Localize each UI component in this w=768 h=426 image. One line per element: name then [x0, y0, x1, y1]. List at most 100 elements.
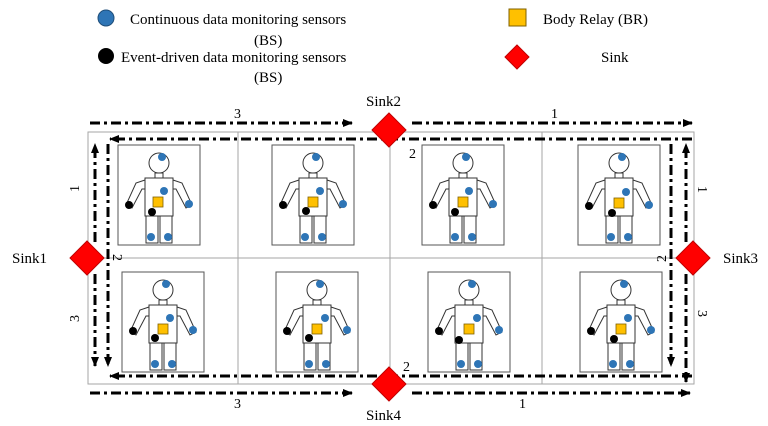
body-relay-icon [613, 197, 625, 209]
event-sensor-icon [151, 334, 159, 342]
body-figure-2 [271, 144, 355, 246]
right-foot-sensor-icon [318, 233, 326, 241]
left-hand-sensor-icon [587, 327, 595, 335]
left-foot-sensor-icon [151, 360, 159, 368]
left-hand-sensor-icon [283, 327, 291, 335]
legend-relay-label: Body Relay (BR) [543, 12, 648, 28]
num-top-inner: 2 [409, 147, 416, 162]
num-bottom-right: 1 [519, 397, 526, 412]
left-foot-sensor-icon [451, 233, 459, 241]
right-hand-sensor-icon [343, 326, 351, 334]
left-foot-sensor-icon [607, 233, 615, 241]
right-hand-sensor-icon [189, 326, 197, 334]
body-figure-3 [421, 144, 505, 246]
left-hand-sensor-icon [435, 327, 443, 335]
legend-continuous-label: Continuous data monitoring sensors [130, 12, 346, 28]
event-sensor-icon [455, 336, 463, 344]
event-sensor-icon [608, 209, 616, 217]
sink2-icon [371, 112, 407, 148]
left-foot-sensor-icon [305, 360, 313, 368]
event-sensor-icon [451, 208, 459, 216]
sink1-icon [69, 240, 105, 276]
right-hand-sensor-icon [495, 326, 503, 334]
body-figure-7 [427, 271, 511, 373]
num-right-lower: 3 [694, 310, 709, 317]
body-relay-icon [457, 196, 469, 208]
legend-event-label: Event-driven data monitoring sensors [121, 50, 347, 66]
chest-sensor-icon [316, 187, 324, 195]
num-left-lower: 3 [68, 315, 83, 322]
body-figure-6 [275, 271, 359, 373]
num-top-right: 1 [551, 107, 558, 122]
head-sensor-icon [162, 280, 170, 288]
chest-sensor-icon [624, 314, 632, 322]
num-left-inner: 2 [109, 254, 124, 261]
event-sensor-icon [148, 208, 156, 216]
right-foot-sensor-icon [624, 233, 632, 241]
head-sensor-icon [158, 153, 166, 161]
right-foot-sensor-icon [474, 360, 482, 368]
sink1-label: Sink1 [12, 251, 47, 267]
num-top-left: 3 [234, 107, 241, 122]
event-sensor-icon [302, 207, 310, 215]
body-figure-5 [121, 271, 205, 373]
head-sensor-icon [468, 280, 476, 288]
chest-sensor-icon [160, 187, 168, 195]
right-hand-sensor-icon [339, 200, 347, 208]
chest-sensor-icon [465, 187, 473, 195]
head-sensor-icon [316, 280, 324, 288]
left-hand-sensor-icon [125, 201, 133, 209]
body-relay-icon [615, 323, 627, 335]
right-foot-sensor-icon [164, 233, 172, 241]
right-foot-sensor-icon [468, 233, 476, 241]
continuous-sensor-icon [97, 9, 115, 27]
left-hand-sensor-icon [585, 202, 593, 210]
num-bottom-left: 3 [234, 397, 241, 412]
body-relay-icon [508, 8, 527, 27]
chest-sensor-icon [321, 314, 329, 322]
route-arrows [90, 119, 693, 397]
body-figure-8 [579, 271, 663, 373]
body-figures [117, 144, 663, 373]
left-foot-sensor-icon [609, 360, 617, 368]
legend-sink-label: Sink [601, 50, 629, 66]
body-relay-icon [307, 196, 319, 208]
body-figure-4 [577, 144, 661, 246]
left-foot-sensor-icon [147, 233, 155, 241]
legend-continuous-bs: (BS) [254, 33, 282, 49]
event-sensor-icon [610, 335, 618, 343]
right-hand-sensor-icon [489, 200, 497, 208]
right-foot-sensor-icon [168, 360, 176, 368]
body-relay-icon [311, 323, 323, 335]
event-sensor-icon [305, 334, 313, 342]
right-hand-sensor-icon [647, 326, 655, 334]
legend-event-bs: (BS) [254, 70, 282, 86]
chest-sensor-icon [622, 188, 630, 196]
num-bottom-inner: 2 [403, 360, 410, 375]
left-hand-sensor-icon [129, 327, 137, 335]
legend: Continuous data monitoring sensors (BS) … [97, 8, 648, 86]
event-sensor-icon [98, 48, 114, 64]
sink-legend-icon [504, 44, 530, 70]
num-left-upper: 1 [68, 185, 83, 192]
head-sensor-icon [462, 153, 470, 161]
sink4-label: Sink4 [366, 408, 402, 424]
num-right-inner: 2 [655, 255, 670, 262]
right-hand-sensor-icon [645, 201, 653, 209]
body-relay-icon [152, 196, 164, 208]
right-foot-sensor-icon [626, 360, 634, 368]
body-relay-icon [157, 323, 169, 335]
body-relay-icon [463, 323, 475, 335]
left-foot-sensor-icon [457, 360, 465, 368]
left-hand-sensor-icon [429, 201, 437, 209]
left-hand-sensor-icon [279, 201, 287, 209]
num-right-upper: 1 [694, 186, 709, 193]
right-foot-sensor-icon [322, 360, 330, 368]
sink3-label: Sink3 [723, 251, 758, 267]
head-sensor-icon [620, 280, 628, 288]
head-sensor-icon [618, 153, 626, 161]
sink2-label: Sink2 [366, 94, 401, 110]
body-figure-1 [117, 144, 201, 246]
chest-sensor-icon [473, 314, 481, 322]
